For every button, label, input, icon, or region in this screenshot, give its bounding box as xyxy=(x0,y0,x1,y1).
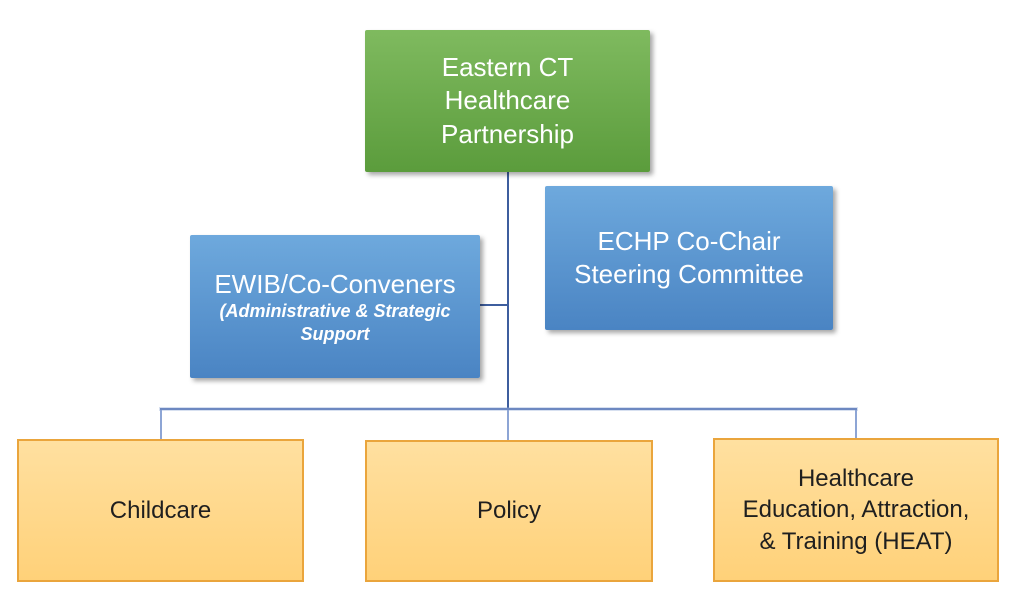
node-echp-co-chair-steering-committee: ECHP Co-Chair Steering Committee xyxy=(545,186,833,330)
connector-trunk-vertical xyxy=(507,171,509,409)
node-policy-text: Policy xyxy=(476,497,542,525)
connector-drop-heat xyxy=(855,410,857,438)
node-partnership-line1: Eastern CT xyxy=(441,52,574,83)
node-heat-label: Healthcare Education, Attraction, & Trai… xyxy=(743,463,970,557)
connector-horizontal-bar xyxy=(160,408,857,410)
node-eastern-ct-healthcare-partnership: Eastern CT Healthcare Partnership xyxy=(365,30,650,172)
node-partnership-label: Eastern CT Healthcare Partnership xyxy=(441,51,574,151)
node-childcare-label: Childcare xyxy=(110,495,211,526)
node-ewib-label: EWIB/Co-Conveners (Administrative & Stra… xyxy=(214,268,455,346)
node-ewib-subtitle-line1: (Administrative & Strategic xyxy=(219,301,451,322)
node-policy-label: Policy xyxy=(477,495,541,526)
connector-drop-policy xyxy=(507,410,509,440)
node-heat-line2: Education, Attraction, xyxy=(742,496,970,524)
node-ewib-title: EWIB/Co-Conveners xyxy=(214,268,456,299)
node-childcare-text: Childcare xyxy=(109,496,212,524)
node-ewib-co-conveners: EWIB/Co-Conveners (Administrative & Stra… xyxy=(190,235,480,378)
node-steering-label: ECHP Co-Chair Steering Committee xyxy=(574,225,804,292)
connector-drop-childcare xyxy=(160,410,162,439)
node-ewib-subtitle-line2: Support xyxy=(300,323,370,344)
node-heat-line1: Healthcare xyxy=(797,465,915,493)
node-heat-line3: & Training (HEAT) xyxy=(759,527,953,555)
node-partnership-line3: Partnership xyxy=(441,118,574,149)
connector-ewib-link xyxy=(480,304,508,306)
node-policy: Policy xyxy=(365,440,653,582)
node-heat: Healthcare Education, Attraction, & Trai… xyxy=(713,438,999,582)
node-partnership-line2: Healthcare xyxy=(444,85,571,116)
node-childcare: Childcare xyxy=(17,439,304,582)
node-steering-line1: ECHP Co-Chair xyxy=(597,225,781,256)
node-steering-line2: Steering Committee xyxy=(574,259,804,289)
